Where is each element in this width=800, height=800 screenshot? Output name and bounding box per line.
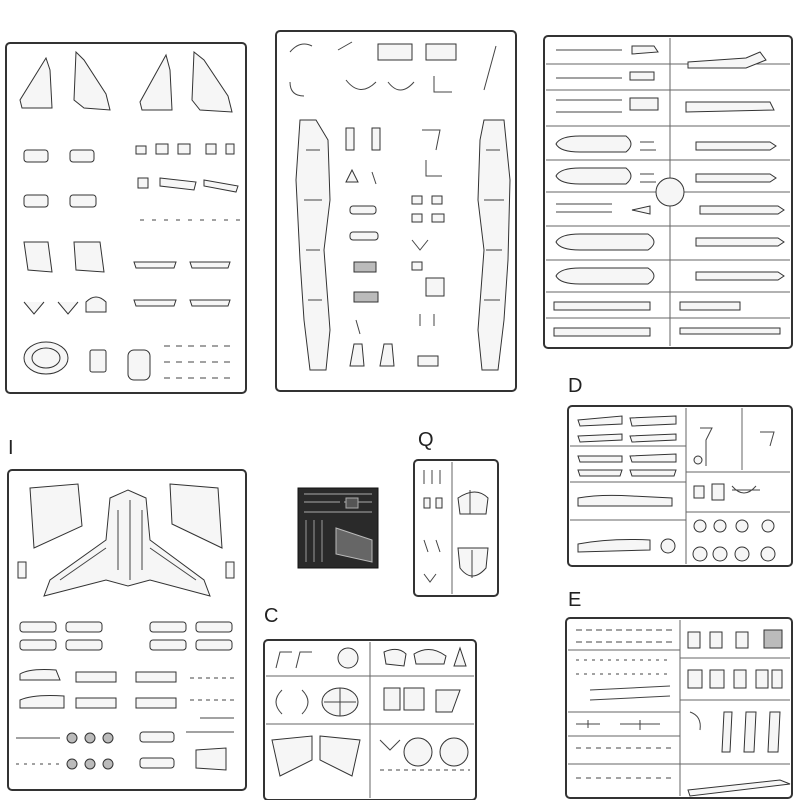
fuselage-half-right	[477, 119, 511, 371]
fuselage-half-left	[295, 119, 331, 371]
canopy-parts	[423, 470, 489, 583]
photo-etch-fret	[297, 487, 379, 569]
wing-part	[19, 50, 233, 113]
small-parts	[23, 143, 240, 381]
sprue-label-c: C	[264, 605, 279, 627]
sprue-frame-e	[565, 617, 793, 799]
missile-parts	[553, 45, 785, 337]
d-wheel-row	[692, 519, 776, 562]
d-parts	[577, 415, 776, 562]
sprue-label-e: E	[568, 589, 582, 611]
sprue-frame-q	[413, 459, 499, 597]
sprue-label-d: D	[568, 375, 583, 397]
e-parts	[576, 629, 791, 797]
main-wing	[43, 489, 211, 597]
c-parts	[271, 646, 470, 777]
sprue-frame-top-left	[5, 42, 247, 394]
sprue-label-i: I	[8, 437, 14, 459]
outer-wing-panels	[29, 483, 223, 549]
sprue-frame-c	[263, 639, 477, 800]
sprue-frame-d	[567, 405, 793, 567]
sprue-frame-i	[7, 469, 247, 791]
sprue-frame-top-middle	[275, 30, 517, 392]
e-box-parts	[687, 629, 783, 689]
i-small-parts	[16, 621, 234, 771]
cockpit-parts	[289, 41, 497, 367]
sprue-label-q: Q	[418, 429, 434, 451]
sprue-frame-top-right	[543, 35, 793, 349]
